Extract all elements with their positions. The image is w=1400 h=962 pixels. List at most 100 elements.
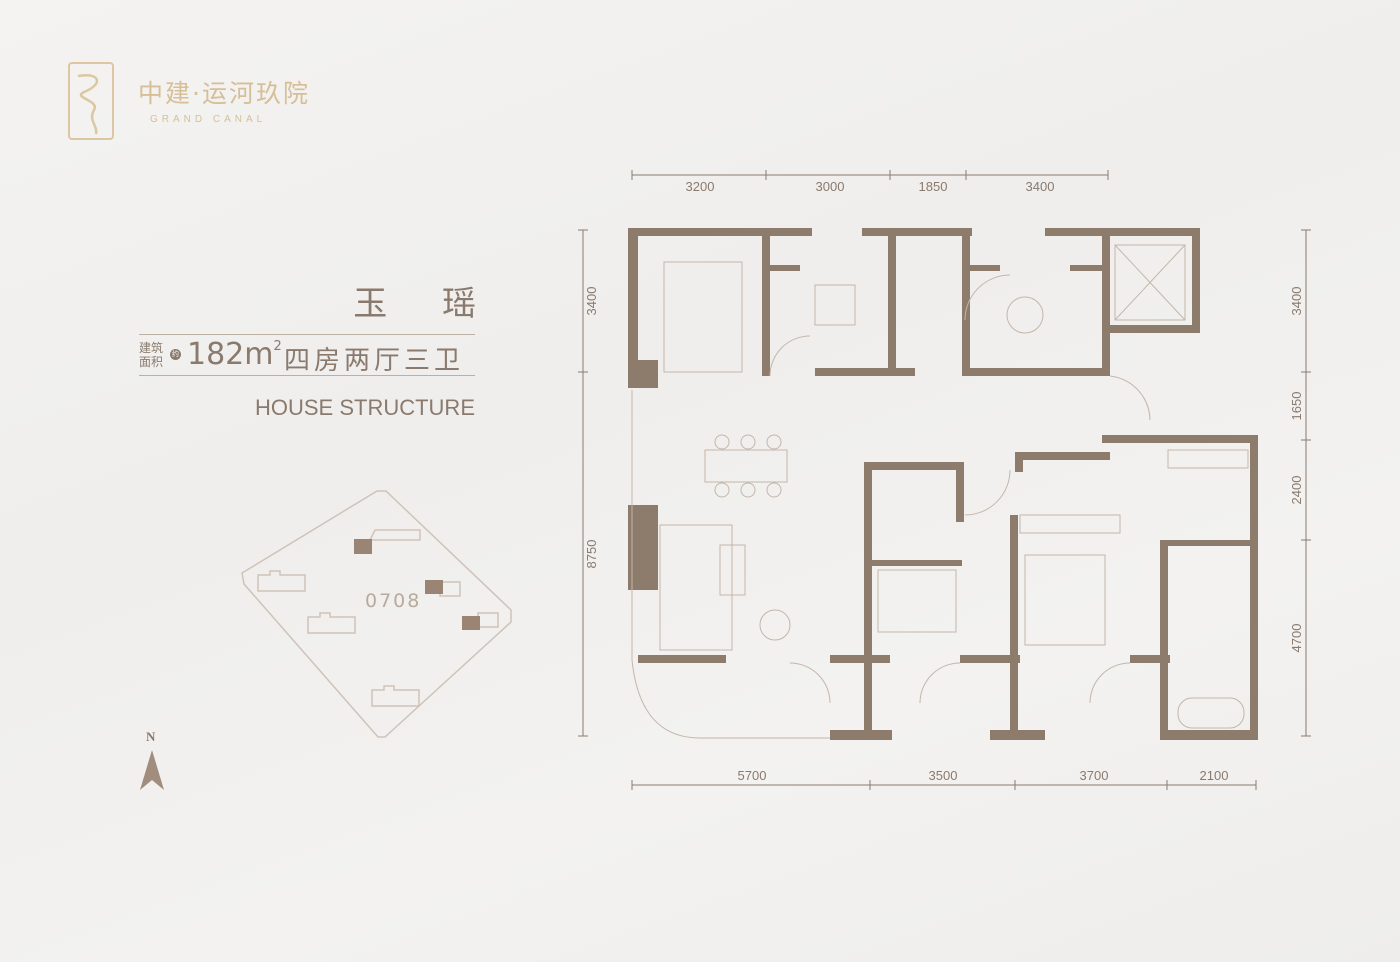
chair <box>740 482 756 498</box>
wall <box>1010 515 1018 740</box>
wall <box>970 265 1000 271</box>
wall <box>1102 228 1110 376</box>
wall <box>1160 540 1168 740</box>
north-label: N <box>146 729 156 744</box>
wall <box>1160 730 1258 740</box>
building-outline <box>368 529 421 541</box>
highlight-building <box>425 580 443 594</box>
house-structure-title: HOUSE STRUCTURE <box>254 395 475 420</box>
wall <box>762 228 812 236</box>
wall <box>628 228 766 236</box>
wall <box>770 265 800 271</box>
bathtub <box>1177 697 1245 729</box>
wall <box>762 228 770 376</box>
wall <box>990 730 1045 740</box>
building-outline <box>257 570 306 592</box>
dim-right-3: 2400 <box>1289 476 1304 505</box>
dim-right-2: 1650 <box>1289 392 1304 421</box>
dim-top-4: 3400 <box>1026 179 1055 194</box>
wall <box>864 462 964 470</box>
unit-name: 玉 瑶 <box>353 284 498 324</box>
building-outline <box>371 685 420 707</box>
door-swing <box>769 335 811 377</box>
wall <box>962 368 1110 376</box>
area-number: 182m <box>187 337 274 372</box>
bed-small <box>877 569 957 633</box>
door-swing <box>919 662 961 704</box>
wall <box>888 228 896 376</box>
highlight-building <box>462 616 480 630</box>
door-swing <box>789 662 831 704</box>
dim-bottom-3: 3700 <box>1080 768 1109 783</box>
highlighted-buildings <box>354 539 480 630</box>
wall <box>864 462 872 740</box>
dim-bottom-4: 2100 <box>1200 768 1229 783</box>
site-boundary <box>241 490 512 738</box>
dim-left-2: 8750 <box>584 540 599 569</box>
door-swing <box>1109 375 1151 421</box>
dimension-lines <box>578 170 1311 790</box>
chair <box>740 434 756 450</box>
area-unit-sup: 2 <box>273 339 282 354</box>
wall <box>1192 228 1200 333</box>
dim-right-4: 4700 <box>1289 624 1304 653</box>
dim-top-1: 3200 <box>686 179 715 194</box>
dining-table <box>704 449 788 483</box>
highlight-building <box>354 539 372 554</box>
wall <box>1130 655 1170 663</box>
wall <box>872 560 962 566</box>
wall <box>1045 228 1200 236</box>
site-plan <box>241 490 512 738</box>
chair <box>766 482 782 498</box>
wall <box>862 228 972 236</box>
brand-name-cn: 中建·运河玖院 <box>138 79 310 108</box>
area-label-line1: 建筑 <box>139 341 164 355</box>
floor-plan-details <box>631 244 1249 739</box>
wall <box>830 730 892 740</box>
area-label-line2: 面积 <box>139 355 164 369</box>
building-outline <box>477 612 499 628</box>
coffee-table <box>719 544 746 596</box>
wall <box>1250 435 1258 740</box>
bed <box>1024 554 1106 646</box>
wall <box>1015 452 1023 472</box>
chair <box>714 482 730 498</box>
elevator <box>1114 244 1186 321</box>
wall <box>962 228 970 376</box>
sofa <box>659 524 733 651</box>
room-layout: 四房两厅三卫 <box>284 346 465 376</box>
door-swing <box>964 274 1011 321</box>
chair <box>714 434 730 450</box>
wardrobe <box>1019 514 1121 534</box>
wall <box>1102 325 1200 333</box>
dim-top-2: 3000 <box>816 179 845 194</box>
brand-name-en: GRAND CANAL <box>150 114 267 125</box>
wall <box>960 655 1020 663</box>
wall <box>1160 540 1255 546</box>
dim-bottom-1: 5700 <box>738 768 767 783</box>
wall <box>956 462 964 522</box>
wall <box>628 505 658 590</box>
dim-right-1: 3400 <box>1289 287 1304 316</box>
dim-ticks <box>578 170 1311 790</box>
north-arrow-icon <box>140 750 164 790</box>
wall <box>815 368 915 376</box>
floor-plan <box>628 228 1258 740</box>
approx-badge: 约 <box>170 349 181 360</box>
area-value: 182m2 <box>187 337 282 372</box>
armchair <box>759 609 791 641</box>
wall <box>1015 452 1110 460</box>
wall <box>830 655 890 663</box>
brand-logo-icon <box>68 62 114 140</box>
wall <box>638 655 726 663</box>
desk <box>814 284 856 326</box>
building-number: 0708 <box>365 590 421 612</box>
divider-top <box>139 334 475 335</box>
chair <box>766 434 782 450</box>
round-table <box>1006 296 1044 334</box>
door-swing <box>1089 662 1131 704</box>
balcony-curve <box>631 390 830 739</box>
dim-top-3: 1850 <box>919 179 948 194</box>
wardrobe <box>1167 449 1249 469</box>
